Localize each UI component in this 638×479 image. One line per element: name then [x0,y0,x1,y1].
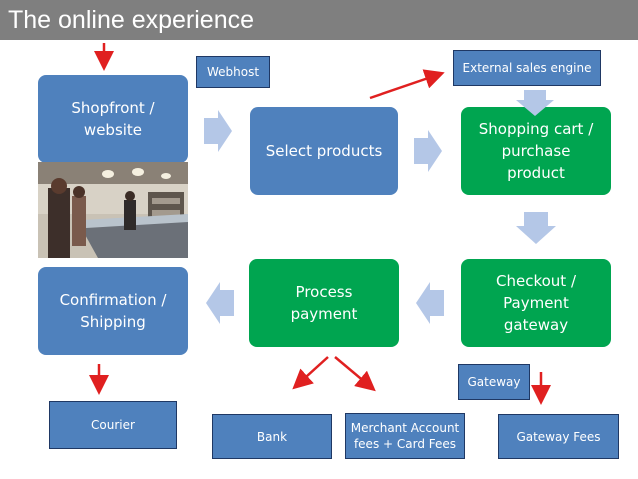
page-title: The online experience [8,6,254,34]
process-payment-box[interactable]: Process payment [249,259,399,347]
red-arrow-to-external-sales-engine [369,69,445,100]
bank-tag[interactable]: Bank [212,414,332,459]
title-bar: The online experience [0,0,638,40]
flow-arrow-down-1 [516,212,556,244]
shopfront-website-box[interactable]: Shopfront / website [38,75,188,163]
courier-tag[interactable]: Courier [49,401,177,449]
confirmation-shipping-box[interactable]: Confirmation / Shipping [38,267,188,355]
flow-arrow-right-2 [414,130,442,172]
flow-arrow-down-2 [516,90,554,116]
shop-interior-photo [38,162,188,258]
gateway-fees-tag[interactable]: Gateway Fees [498,414,619,459]
red-arrow-to-bank [292,356,329,390]
select-products-box[interactable]: Select products [250,107,398,195]
checkout-payment-gateway-box[interactable]: Checkout / Payment gateway [461,259,611,347]
merchant-account-fees-tag[interactable]: Merchant Account fees + Card Fees [345,413,465,459]
gateway-tag[interactable]: Gateway [458,364,530,400]
shopping-cart-box[interactable]: Shopping cart / purchase product [461,107,611,195]
flow-arrow-left-1 [416,282,444,324]
webhost-tag[interactable]: Webhost [196,56,270,88]
flow-arrow-left-2 [206,282,234,324]
flow-arrow-right-1 [204,110,232,152]
red-arrow-to-merchant-account [334,356,376,392]
external-sales-engine-tag[interactable]: External sales engine [453,50,601,86]
